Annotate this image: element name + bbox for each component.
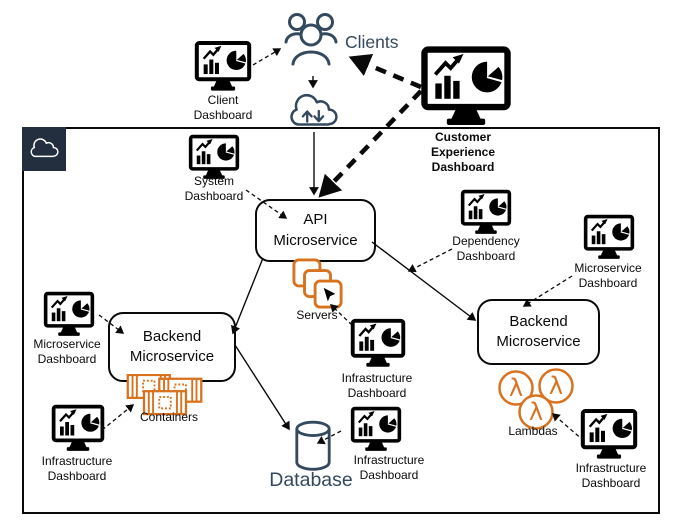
infrastructure-dashboard-right-monitor-icon: [580, 408, 638, 460]
lambda-symbol: λ: [549, 372, 563, 400]
microservice-dashboard-right-monitor-icon: [582, 214, 636, 260]
infrastructure-dashboard-left-label: Infrastructure Dashboard: [41, 454, 113, 484]
client-dashboard-monitor-icon: [194, 40, 252, 92]
lambdas-label: Lambdas: [508, 424, 558, 438]
microservice-dashboard-left-label: Microservice Dashboard: [33, 337, 101, 367]
infrastructure-dashboard-middle-label: Infrastructure Dashboard: [341, 371, 413, 401]
infrastructure-dashboard-middle-monitor-icon: [350, 318, 406, 368]
dependency-dashboard-label: Dependency Dashboard: [452, 234, 520, 264]
servers-icon: [292, 258, 344, 310]
microservice-dashboard-right-label: Microservice Dashboard: [574, 261, 642, 291]
transfer-cloud-icon: [286, 92, 340, 132]
customer-experience-dashboard-label: Customer Experience Dashboard: [430, 130, 496, 175]
lambda-symbol: λ: [529, 398, 543, 426]
arrow-client-dashboard-to-clients: [252, 48, 282, 66]
api-microservice-box: API Microservice: [255, 199, 376, 262]
database-icon: [293, 420, 333, 472]
dependency-dashboard-monitor-icon: [459, 189, 513, 235]
servers-label: Servers: [296, 308, 338, 322]
infrastructure-dashboard-right-label: Infrastructure Dashboard: [575, 461, 647, 491]
infrastructure-dashboard-left-monitor-icon: [50, 404, 106, 452]
backend-microservice-right-box: Backend Microservice: [477, 299, 600, 365]
clients-icon: [281, 8, 341, 76]
microservice-dashboard-left-monitor-icon: [42, 291, 96, 337]
backend-microservice-left-box: Backend Microservice: [108, 312, 236, 382]
arrow-ced-to-clients: [348, 53, 422, 90]
customer-experience-dashboard-monitor-icon: [420, 45, 512, 127]
infrastructure-dashboard-bottom-monitor-icon: [348, 406, 404, 452]
system-dashboard-monitor-icon: [188, 134, 240, 180]
clients-label: Clients: [345, 32, 399, 52]
system-dashboard-label: System Dashboard: [184, 174, 244, 204]
aws-cloud-icon: [22, 127, 66, 171]
database-label: Database: [269, 469, 353, 491]
infrastructure-dashboard-bottom-label: Infrastructure Dashboard: [353, 453, 425, 483]
containers-icon: [126, 374, 204, 416]
lambdas-icon: λ λ λ: [494, 366, 586, 432]
containers-label: Containers: [139, 410, 199, 424]
lambda-symbol: λ: [509, 374, 523, 402]
client-dashboard-label: Client Dashboard: [193, 93, 253, 123]
